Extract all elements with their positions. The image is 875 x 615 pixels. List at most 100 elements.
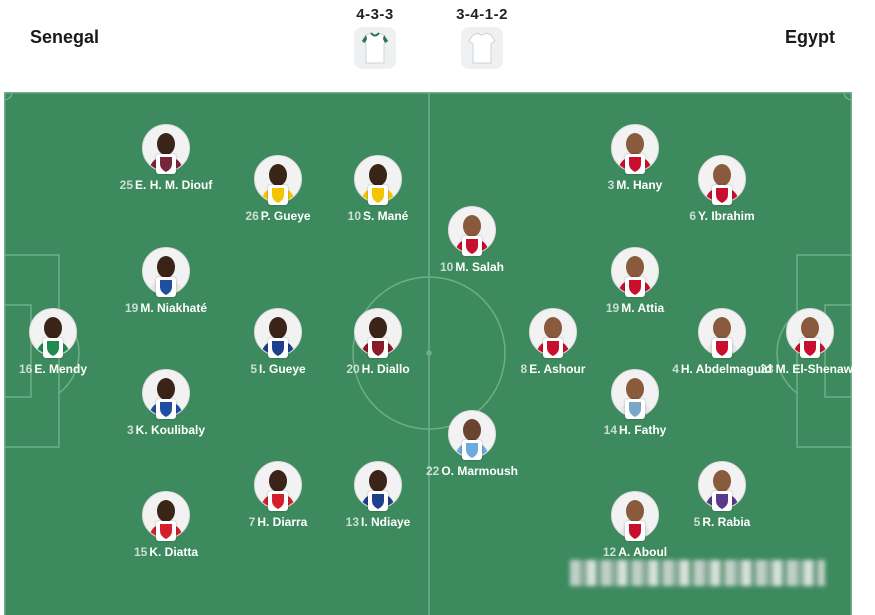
player-name: M. Niakhaté — [140, 301, 208, 315]
player-name: H. Fathy — [619, 423, 667, 437]
player-avatar — [448, 410, 496, 460]
player-avatar — [611, 124, 659, 174]
zamalek-badge-icon — [712, 338, 732, 358]
al-ahly-badge-icon — [625, 154, 645, 174]
player-number: 10 — [347, 209, 361, 223]
al-ain-badge-icon — [712, 491, 732, 511]
player-avatar — [354, 461, 402, 511]
away-kit-icon — [461, 27, 503, 69]
player-avatar — [142, 247, 190, 297]
player-avatar — [142, 491, 190, 541]
monaco-badge-icon — [156, 521, 176, 541]
player-number: 5 — [693, 515, 701, 529]
player-name: H. Diarra — [257, 515, 308, 529]
away-formation-label: 3-4-1-2 — [456, 6, 508, 23]
player-number: 8 — [520, 362, 528, 376]
player-name: I. Gueye — [259, 362, 306, 376]
player-name: M. Attia — [621, 301, 665, 315]
villarreal-badge-icon — [268, 185, 288, 205]
player-avatar — [611, 491, 659, 541]
player-number: 5 — [250, 362, 257, 376]
player-number: 25 — [119, 178, 134, 192]
player-name: M. Salah — [455, 260, 505, 274]
player-name: K. Diatta — [149, 545, 199, 559]
player-name: P. Gueye — [260, 209, 311, 223]
player-number: 15 — [133, 545, 148, 559]
home-formation[interactable]: 4-3-3 — [335, 6, 415, 70]
player-name: E. H. M. Diouf — [135, 178, 213, 192]
al-hilal-badge-icon — [156, 399, 176, 419]
player-name: I. Ndiaye — [361, 515, 411, 529]
player-avatar — [354, 308, 402, 358]
player-number: 13 — [345, 515, 359, 529]
player-name: M. Hany — [616, 178, 663, 192]
player-name: H. Abdelmaguid — [680, 362, 772, 376]
player-number: 16 — [18, 362, 33, 376]
player-name: Y. Ibrahim — [698, 209, 755, 223]
player-avatar — [529, 308, 577, 358]
player-avatar — [698, 308, 746, 358]
away-formation[interactable]: 3-4-1-2 — [442, 6, 522, 70]
player-number: 10 — [439, 260, 454, 274]
home-formation-label: 4-3-3 — [356, 6, 394, 23]
al-ahly-badge-icon — [543, 338, 563, 358]
player-number: 19 — [605, 301, 620, 315]
man-city-badge-icon — [462, 440, 482, 460]
away-team-name: Egypt — [784, 27, 835, 47]
player-name: H. Diallo — [361, 362, 410, 376]
player-number: 23 — [760, 362, 774, 376]
watermark — [570, 560, 825, 586]
player-name: E. Ashour — [529, 362, 586, 376]
al-nassr-badge-icon — [368, 185, 388, 205]
player-name: A. Aboul — [618, 545, 668, 559]
al-ahly-badge-icon — [800, 338, 820, 358]
player-number: 12 — [602, 545, 617, 559]
al-ahly-badge-icon — [625, 277, 645, 297]
player-number: 22 — [425, 464, 440, 478]
player-number: 19 — [124, 301, 139, 315]
player-avatar — [142, 124, 190, 174]
player-avatar — [142, 369, 190, 419]
home-kit-icon — [354, 27, 396, 69]
player-number: 26 — [245, 209, 259, 223]
